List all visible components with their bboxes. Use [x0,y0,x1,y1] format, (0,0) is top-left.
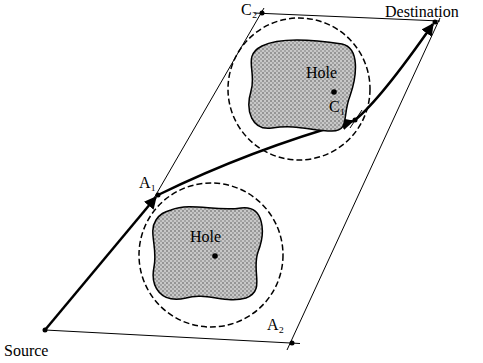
tangent-line [287,18,440,350]
point-dot [43,328,48,333]
source-label: Source [3,342,49,360]
point-dot [353,118,358,123]
point-label: A₁ [138,174,157,192]
hole-label: Hole [190,228,221,246]
route-segment [158,121,353,195]
tangent-line [350,110,362,128]
point-label: C₁ [328,98,346,116]
hole-center-dot [212,253,218,259]
hole-outline [249,40,356,131]
point-label: A₂ [266,316,285,334]
point-dot [260,11,265,16]
hole-shape [146,202,268,302]
hole-region: Hole [242,36,360,134]
route-segment [45,197,156,330]
point-dot [156,193,161,198]
lower-hole-circle [139,183,283,327]
point-label: C₂ [240,1,258,19]
point-dot [290,341,295,346]
hole-region: Hole [146,202,268,302]
hole-label: Hole [306,64,337,82]
route-segment [355,24,433,120]
hole-center-dot [331,89,337,95]
hole-outline [153,207,262,300]
tangent-line [150,8,264,205]
hole-shape [242,36,360,134]
tangent-line [45,330,300,344]
destination-label: Destination [384,3,460,21]
point-dot [433,20,438,25]
